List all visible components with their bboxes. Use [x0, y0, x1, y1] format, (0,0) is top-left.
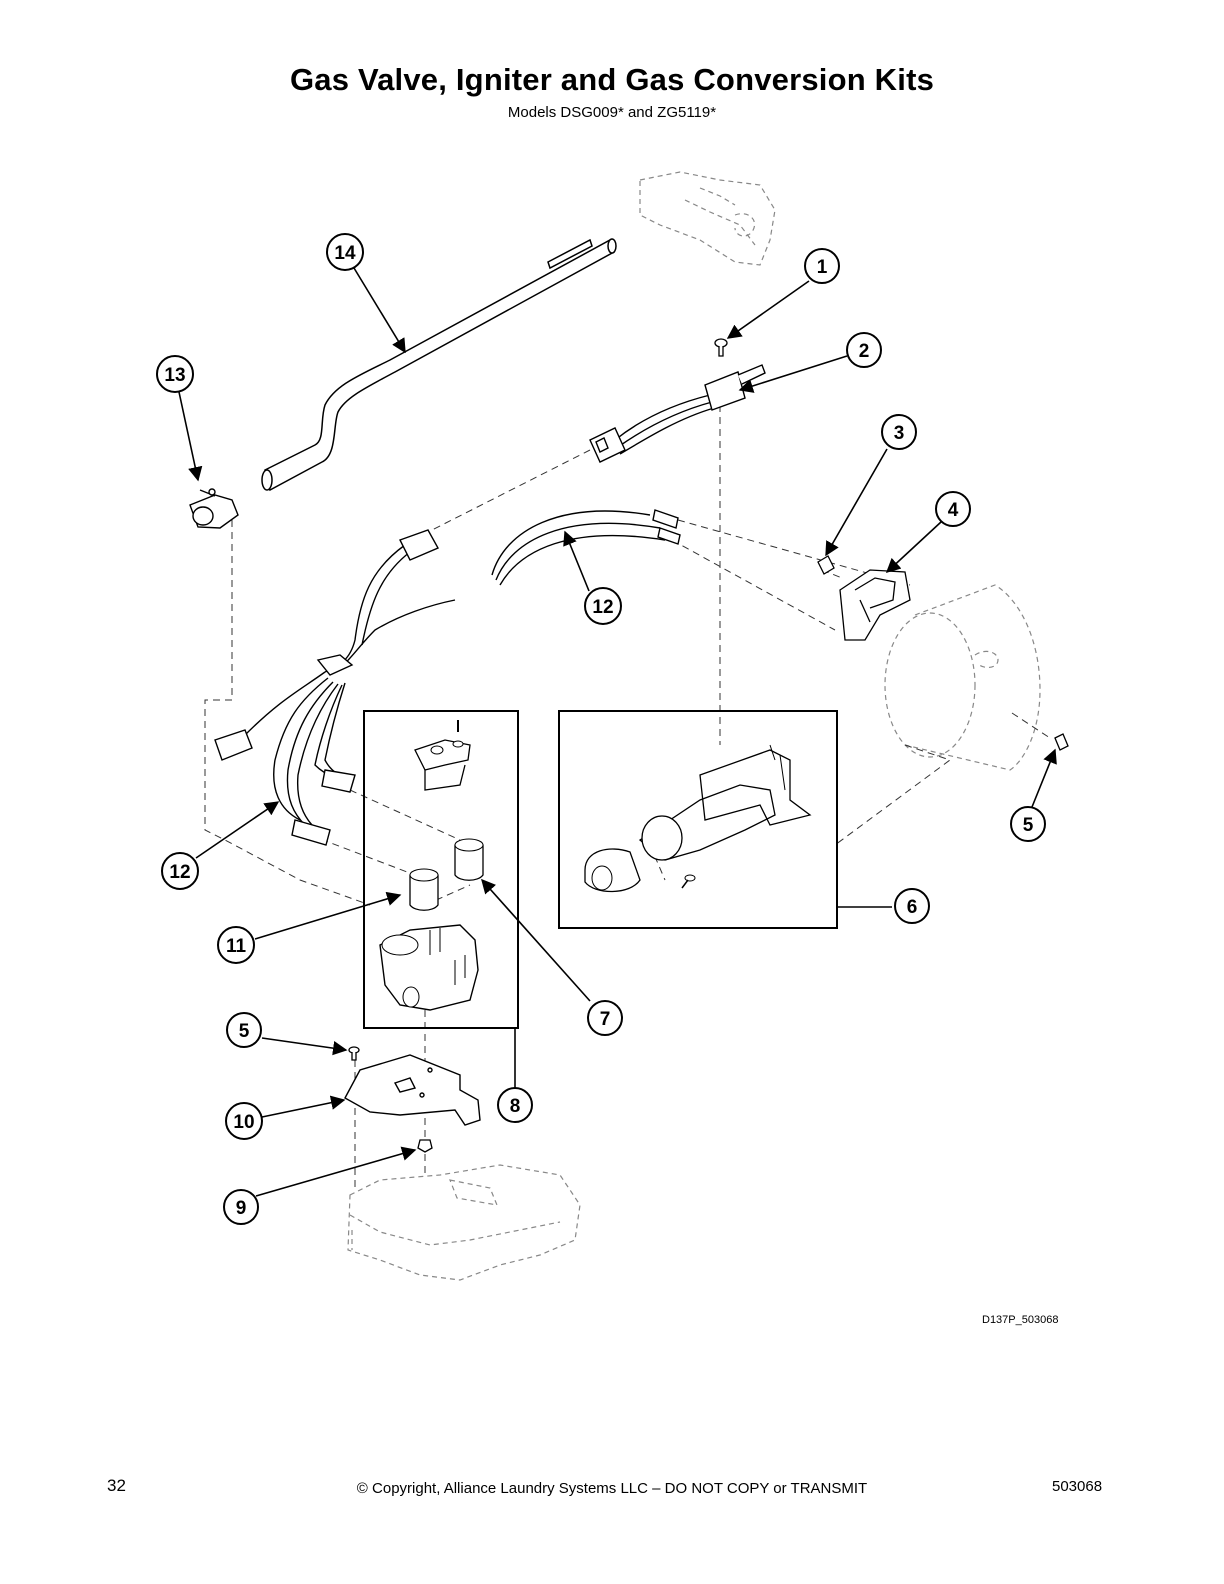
callout-label: 8 [510, 1096, 521, 1117]
screw-part-5-left [348, 1046, 360, 1061]
callout-13: 13 [156, 355, 194, 393]
callout-12-upper: 12 [584, 587, 622, 625]
callout-label: 11 [226, 936, 247, 957]
drawing-code: D137P_503068 [982, 1314, 1059, 1326]
screw-part-5-right [1054, 733, 1069, 751]
callout-markers: 1 2 3 4 5 5 6 7 8 9 10 11 12 12 13 14 [156, 233, 1046, 1225]
phantom-burner-tube [884, 584, 1041, 771]
phantom-base-plate [347, 1164, 581, 1281]
wire-harness-lower [214, 529, 456, 846]
screw-part-9 [417, 1139, 433, 1153]
callout-label: 3 [894, 423, 905, 444]
callout-leaders [178, 267, 1057, 1197]
callout-1: 1 [804, 248, 840, 284]
callout-label: 14 [334, 243, 356, 264]
screw-part-3 [817, 555, 835, 575]
callout-label: 1 [817, 257, 828, 278]
igniter-bracket-kit-box [558, 710, 838, 929]
igniter [589, 364, 766, 463]
callout-9: 9 [223, 1189, 259, 1225]
callout-label: 7 [600, 1009, 611, 1030]
document-number: 503068 [1052, 1478, 1103, 1495]
callout-label: 13 [164, 365, 185, 386]
screw-part-1 [714, 338, 728, 357]
callout-2: 2 [846, 332, 882, 368]
callout-label: 12 [592, 597, 613, 618]
igniter-bracket-part-4 [839, 569, 911, 641]
copyright-notice: © Copyright, Alliance Laundry Systems LL… [356, 1480, 868, 1497]
callout-label: 5 [1023, 815, 1034, 836]
gas-manifold-pipe [261, 238, 617, 492]
valve-mounting-plate [344, 1054, 481, 1126]
gas-valve-kit-box [363, 710, 519, 1029]
callout-10: 10 [225, 1102, 263, 1140]
callout-11: 11 [217, 926, 255, 964]
callout-3: 3 [881, 414, 917, 450]
callout-label: 12 [169, 862, 190, 883]
phantom-burner-bracket [639, 171, 776, 266]
wire-harness-upper [491, 509, 681, 586]
callout-4: 4 [935, 491, 971, 527]
callout-6: 6 [894, 888, 930, 924]
callout-label: 4 [948, 500, 959, 521]
valve-fitting [189, 488, 239, 529]
callout-label: 9 [236, 1198, 247, 1219]
callout-5-right: 5 [1010, 806, 1046, 842]
callout-label: 10 [233, 1112, 254, 1133]
page-subtitle: Models DSG009* and ZG5119* [507, 104, 717, 121]
callout-5-left: 5 [226, 1012, 262, 1048]
callout-label: 6 [907, 897, 918, 918]
page-number: 32 [107, 1476, 126, 1495]
page-title: Gas Valve, Igniter and Gas Conversion Ki… [289, 62, 935, 97]
callout-7: 7 [587, 1000, 623, 1036]
alignment-lines [204, 405, 1051, 1190]
callout-label: 2 [859, 341, 870, 362]
callout-14: 14 [326, 233, 364, 271]
callout-8: 8 [497, 1087, 533, 1123]
callout-12-lower: 12 [161, 852, 199, 890]
callout-label: 5 [239, 1021, 250, 1042]
